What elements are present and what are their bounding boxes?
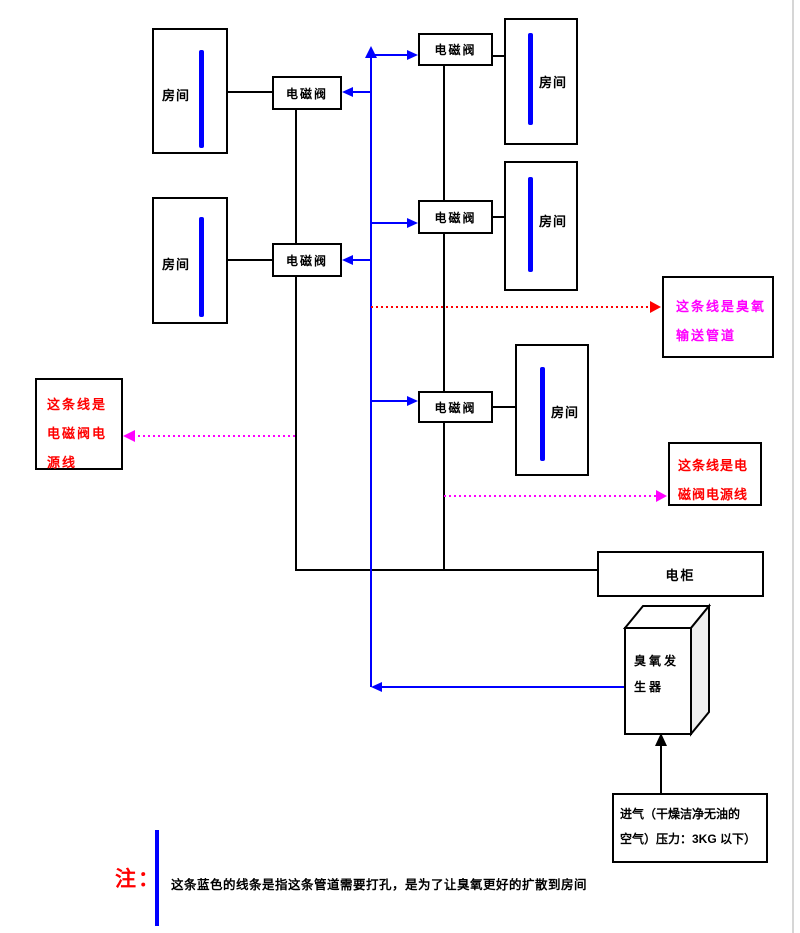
air-intake-box: 进气（干燥洁净无油的 空气）压力：3KG 以下） [612, 793, 768, 863]
annotation-valve-power-left-box: 这条线是 电磁阀电 源线 [35, 378, 123, 470]
note-text: 这条蓝色的线条是指这条管道需要打孔，是为了让臭氧更好的扩散到房间 [171, 878, 588, 892]
valve-5-label: 电磁阀 [434, 400, 477, 415]
blue-arrowhead-valve5 [407, 396, 418, 406]
valve-box-5: 电磁阀 [418, 391, 493, 423]
note-blue-line-sample [155, 830, 159, 926]
valve-power-left-line2: 电磁阀电 [47, 426, 108, 441]
room-box-5: 房间 [515, 344, 589, 476]
room-2-label: 房间 [539, 75, 568, 90]
valve-4-label: 电磁阀 [434, 210, 477, 225]
ozone-pipe-annotation-line1: 这条线是臭氧 [676, 299, 767, 314]
note-prefix-label: 注： [115, 868, 161, 891]
generator-label-line2: 生器 [634, 680, 665, 694]
black-connector-lines [207, 55, 662, 793]
blue-arrowhead-valve4 [407, 218, 418, 228]
valve-1-label: 电磁阀 [285, 86, 328, 101]
ozone-generator-label: 臭氧发 生器 [634, 648, 690, 700]
electric-cabinet-label: 电柜 [665, 567, 696, 583]
room-1-pipe-bar [199, 50, 204, 148]
blue-pipe-lines [351, 54, 625, 688]
room-3-label: 房间 [162, 257, 191, 272]
valve-power-left-line1: 这条线是 [47, 397, 108, 412]
air-intake-line2: 空气）压力：3KG 以下） [620, 832, 757, 846]
room-1-label: 房间 [162, 88, 191, 103]
blue-arrowhead-valve2 [407, 50, 418, 60]
generator-front-face [624, 627, 692, 735]
room-4-pipe-bar [528, 177, 533, 272]
room-2-pipe-bar [528, 33, 533, 125]
ozone-pipe-annotation-line2: 输送管道 [676, 328, 737, 343]
electric-cabinet-box: 电柜 [597, 551, 764, 597]
valve-power-left-line3: 源线 [47, 455, 78, 470]
annotation-ozone-pipe-box: 这条线是臭氧 输送管道 [662, 276, 774, 358]
valve-power-right-line1: 这条线是电 [678, 458, 749, 473]
intake-arrowhead-up [655, 733, 667, 746]
room-box-3: 房间 [152, 197, 228, 324]
room-5-pipe-bar [540, 367, 545, 461]
room-box-4: 房间 [504, 161, 578, 291]
magenta-arrowhead-right [656, 490, 667, 502]
generator-label-line1: 臭氧发 [634, 654, 680, 668]
red-arrowhead [650, 301, 661, 313]
magenta-arrowhead-left [123, 430, 135, 442]
valve-2-label: 电磁阀 [434, 43, 477, 57]
blue-arrowhead-valve1 [342, 87, 353, 97]
valve-box-2: 电磁阀 [418, 33, 493, 66]
room-3-pipe-bar [199, 217, 204, 317]
ozone-generator-3d-box [622, 603, 712, 737]
blue-arrowheads [342, 46, 418, 692]
air-intake-line1: 进气（干燥洁净无油的 [620, 807, 741, 821]
generator-side-face [690, 603, 710, 737]
blue-arrowhead-up [365, 46, 377, 58]
valve-box-4: 电磁阀 [418, 200, 493, 234]
blue-arrowhead-valve3 [342, 255, 353, 265]
valve-3-label: 电磁阀 [285, 253, 328, 268]
valve-power-right-line2: 磁阀电源线 [678, 487, 749, 502]
room-box-1: 房间 [152, 28, 228, 154]
room-5-label: 房间 [551, 405, 580, 420]
room-box-2: 房间 [504, 18, 578, 145]
valve-box-1: 电磁阀 [272, 76, 342, 110]
blue-arrowhead-generator [371, 682, 382, 692]
room-4-label: 房间 [539, 214, 568, 229]
valve-box-3: 电磁阀 [272, 243, 342, 277]
annotation-valve-power-right-box: 这条线是电 磁阀电源线 [668, 442, 762, 506]
